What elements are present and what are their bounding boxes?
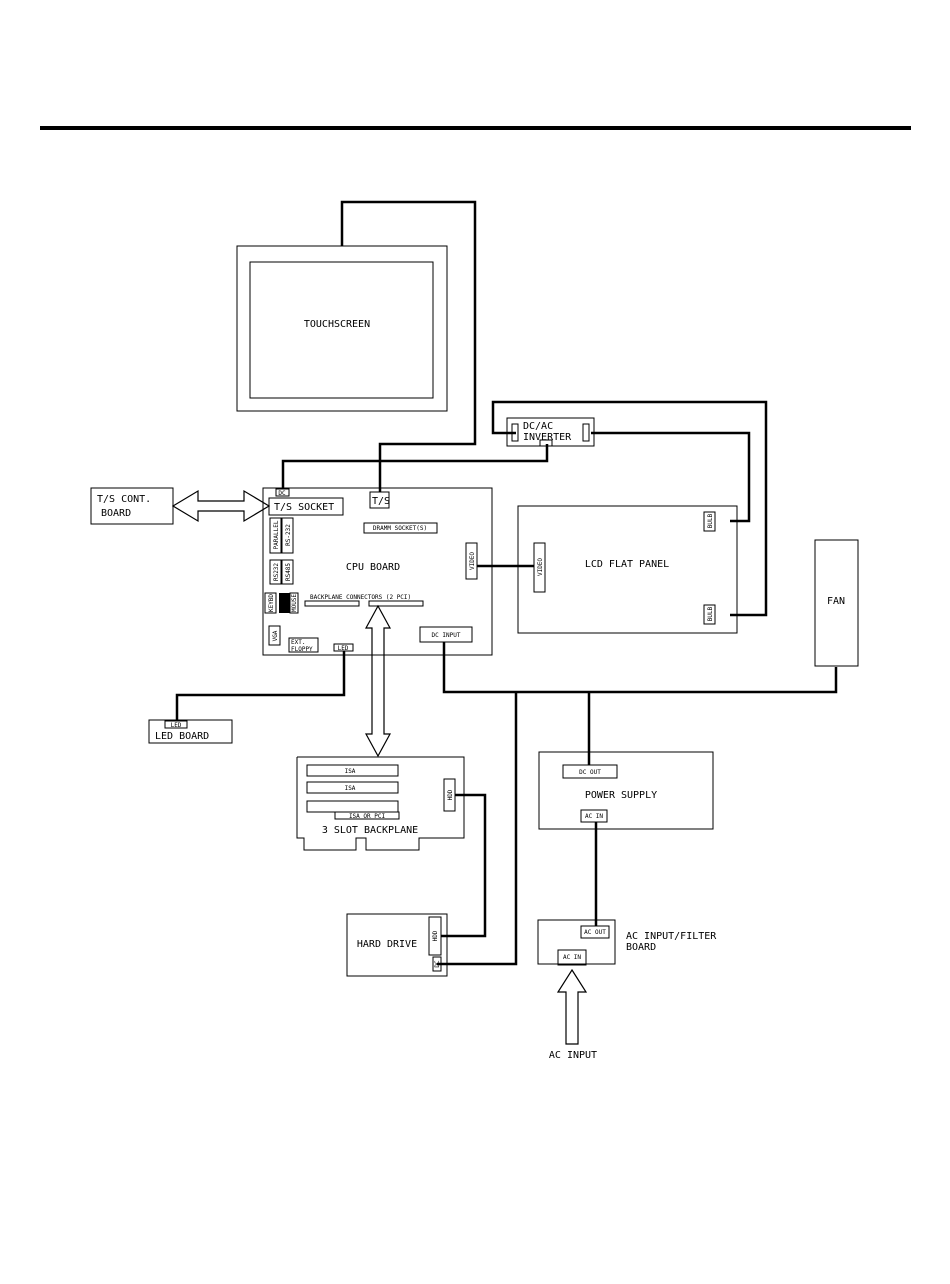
rs232-b-label: RS232	[273, 563, 280, 581]
inverter-unit: DC/AC INVERTER	[506, 417, 595, 447]
keybd-label: KEYBD	[268, 594, 275, 612]
ac-filter-label-1: AC INPUT/FILTER	[626, 931, 717, 942]
cpu-board: DC T/S SOCKET T/S DRAMM SOCKET(S) PARALL…	[262, 487, 493, 656]
inverter-power-cable	[281, 444, 549, 489]
lcd-flat-panel: VIDEO LCD FLAT PANEL BULB BULB	[517, 505, 738, 634]
hdd-cable	[441, 793, 487, 938]
dc-out-label: DC OUT	[579, 769, 601, 776]
ac-input-arrow	[556, 968, 588, 1045]
dc-input-label: DC INPUT	[432, 632, 461, 639]
touchscreen-label: TOUCHSCREEN	[304, 319, 370, 330]
fan-unit: FAN	[814, 539, 859, 667]
fan-label: FAN	[827, 596, 845, 607]
slot2-label: ISA	[345, 785, 356, 792]
cpu-dc-label: DC	[278, 490, 286, 497]
ts-label: T/S	[372, 496, 390, 507]
led-board: LED LED BOARD	[148, 719, 233, 744]
rs232-a-label: RS-232	[285, 524, 292, 546]
ac-input-label: AC INPUT	[549, 1050, 597, 1061]
rs485-label: RS485	[285, 563, 292, 581]
lcd-video-label: VIDEO	[537, 558, 544, 576]
cpu-led-label: LED	[338, 645, 349, 652]
ps-ac-in-label: AC IN	[585, 813, 603, 820]
mouse-label: MOUSE	[291, 594, 298, 612]
inverter-label-1: DC/AC	[523, 421, 553, 432]
ac-out-label: AC OUT	[584, 929, 606, 936]
cpu-video-label: VIDEO	[469, 552, 476, 570]
ts-controller-label-2: BOARD	[101, 508, 131, 519]
inverter-label-2: INVERTER	[523, 432, 572, 443]
ac-filter-board: AC OUT AC IN AC INPUT/FILTER BOARD	[537, 919, 717, 966]
vga-label: VGA	[272, 630, 279, 641]
hard-drive-dc-label: DC	[434, 960, 441, 968]
touchscreen-unit: TOUCHSCREEN	[236, 245, 448, 412]
bulb-cable-lower	[491, 400, 768, 617]
cpu-board-title: CPU BOARD	[346, 562, 400, 573]
dimm-label: DRAMM SOCKET(S)	[373, 525, 427, 532]
led-board-conn-label: LED	[171, 722, 182, 729]
ext-floppy-label-2: FLOPPY	[291, 646, 313, 653]
slot3-label: ISA OR PCI	[349, 813, 386, 820]
ac-filter-label-2: BOARD	[626, 942, 656, 953]
hard-drive-unit: HARD DRIVE HDD DC	[346, 913, 448, 977]
ts-controller-board: T/S CONT. BOARD	[90, 487, 174, 525]
backplane-link-arrow	[364, 604, 392, 758]
backplane-hdd-label: HDD	[447, 789, 454, 800]
bulb-cable-upper	[591, 431, 751, 523]
ts-link-arrow	[171, 489, 271, 523]
power-supply-title: POWER SUPPLY	[585, 790, 657, 801]
parallel-label: PARALLEL	[273, 520, 280, 549]
slot1-label: ISA	[345, 768, 356, 775]
led-board-title: LED BOARD	[155, 731, 209, 742]
bulb-label-2: BULB	[707, 606, 714, 621]
dc-bus	[442, 642, 838, 694]
led-cable	[175, 651, 346, 720]
hard-drive-dc-cable	[437, 692, 518, 966]
filter-ac-in-label: AC IN	[563, 954, 581, 961]
backplane-board: ISA ISA ISA OR PCI HDD 3 SLOT BACKPLANE	[296, 756, 465, 851]
backplane-conn-label: BACKPLANE CONNECTORS (2 PCI)	[310, 594, 411, 601]
touchscreen-cable	[340, 200, 477, 492]
lcd-title: LCD FLAT PANEL	[585, 559, 669, 570]
hard-drive-title: HARD DRIVE	[357, 939, 417, 950]
ts-controller-label-1: T/S CONT.	[97, 494, 151, 505]
hard-drive-hdd-label: HDD	[432, 930, 439, 941]
ts-socket-label: T/S SOCKET	[274, 502, 334, 513]
bulb-label-1: BULB	[707, 513, 714, 528]
power-supply-unit: DC OUT POWER SUPPLY AC IN	[538, 751, 714, 830]
header-rule	[40, 126, 911, 130]
backplane-title: 3 SLOT BACKPLANE	[322, 825, 418, 836]
ext-floppy-label-1: EXT.	[291, 639, 305, 646]
